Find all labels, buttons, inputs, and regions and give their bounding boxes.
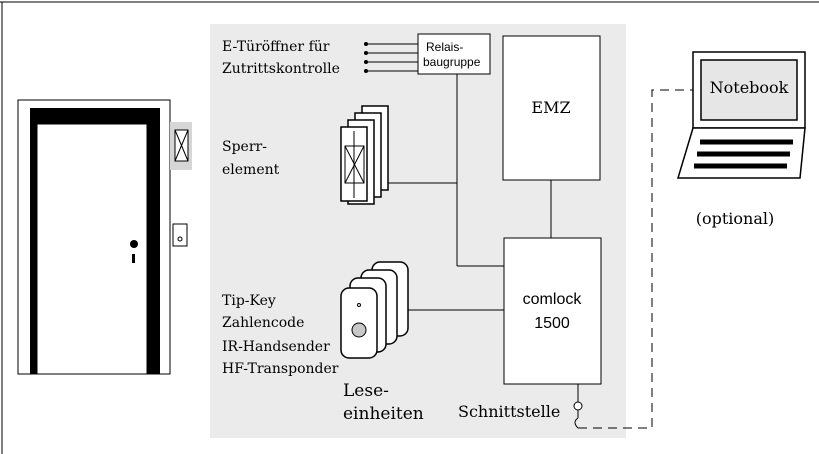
reader-unit-icon [340,261,409,359]
reader-type-4: HF-Transponder [222,361,339,377]
comlock-box [503,237,602,385]
relay-label-line1: Relais- [426,40,463,54]
door-lock-element-icon [170,122,192,170]
door-opener-label-line1: E-Türöffner für [222,39,330,55]
door-icon [17,99,171,375]
connection-lines [388,74,579,402]
interface-connector-icon [573,401,583,429]
door-reader-icon [172,223,188,247]
reader-type-3: IR-Handsender [222,339,330,355]
notebook-label: Notebook [710,78,789,97]
comlock-label-line2: 1500 [534,315,570,332]
reader-units-label-line1: Lese- [343,381,389,401]
reader-type-2: Zahlencode [222,315,304,331]
door-opener-label-line2: Zutrittskontrolle [222,61,340,77]
relay-box [417,33,491,75]
emz-box [502,35,601,181]
notebook-icon [676,51,806,179]
comlock-label-line1: comlock [523,291,583,308]
reader-type-1: Tip-Key [222,293,276,309]
lock-element-label-line2: element [222,162,280,178]
lock-element-icon [340,105,389,205]
optional-label: (optional) [696,209,775,228]
relay-label-line2: baugruppe [423,55,481,69]
reader-units-label-line2: einheiten [343,404,424,424]
door-opener-wires [364,42,418,73]
interface-label: Schnittstelle [458,402,560,421]
emz-label: EMZ [531,98,570,117]
dashed-cable [578,89,693,429]
lock-element-label-line1: Sperr- [222,139,267,155]
